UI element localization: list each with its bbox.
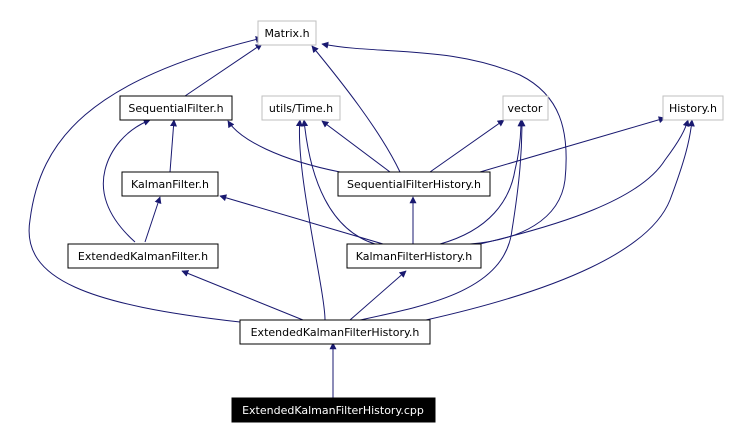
edge-sfh-to-matrix: [311, 45, 401, 173]
node-matrix[interactable]: Matrix.h: [257, 20, 317, 46]
edge-ekf-to-sf: [102, 119, 151, 243]
node-extended-kalman-filter-history-cpp[interactable]: ExtendedKalmanFilterHistory.cpp: [231, 397, 436, 423]
edge-ekfh-to-vector: [359, 119, 526, 321]
node-label-sequential-filter: SequentialFilter.h: [128, 102, 223, 115]
node-label-sequential-filter-history: SequentialFilterHistory.h: [347, 178, 481, 191]
file-nodes: Matrix.h SequentialFilter.h utils/Time.h…: [67, 20, 724, 423]
edge-kfh-to-time: [301, 119, 376, 245]
node-extended-kalman-filter-history[interactable]: ExtendedKalmanFilterHistory.h: [239, 319, 431, 345]
node-label-kalman-filter: KalmanFilter.h: [131, 178, 209, 191]
edge-ekfh-to-time: [295, 119, 326, 321]
node-kalman-filter-history[interactable]: KalmanFilterHistory.h: [346, 243, 482, 269]
node-extended-kalman-filter[interactable]: ExtendedKalmanFilter.h: [67, 243, 219, 269]
node-history[interactable]: History.h: [662, 95, 724, 121]
edge-ekfh-to-matrix: [28, 36, 263, 323]
dependency-edges: [28, 36, 695, 398]
edge-kfh-to-history: [479, 119, 690, 245]
node-label-extended-kalman-filter-history: ExtendedKalmanFilterHistory.h: [251, 326, 420, 339]
edge-sfh-to-time: [321, 120, 391, 173]
edge-kfh-to-vector: [439, 119, 525, 245]
edge-sfh-to-sf: [227, 120, 341, 173]
node-label-vector: vector: [508, 102, 543, 115]
edge-sf-to-matrix: [184, 43, 263, 97]
edge-sfh-to-history: [479, 116, 666, 173]
edge-ekfh-to-kfh: [349, 270, 407, 321]
node-sequential-filter[interactable]: SequentialFilter.h: [119, 95, 233, 121]
edge-kfh-to-matrix: [321, 41, 567, 245]
node-label-extended-kalman-filter: ExtendedKalmanFilter.h: [78, 250, 208, 263]
node-kalman-filter[interactable]: KalmanFilter.h: [121, 171, 219, 197]
edge-ekf-to-kf: [144, 196, 162, 243]
node-utils-time[interactable]: utils/Time.h: [261, 95, 341, 121]
node-vector[interactable]: vector: [502, 95, 549, 121]
node-label-utils-time: utils/Time.h: [269, 102, 333, 115]
edge-sfh-to-vector: [429, 119, 505, 173]
edge-kf-to-sf: [169, 119, 178, 173]
node-label-history: History.h: [669, 102, 717, 115]
edge-kfh-to-kf: [219, 194, 384, 245]
edge-ekfh-to-ekf: [181, 270, 304, 321]
node-label-matrix: Matrix.h: [264, 27, 309, 40]
node-sequential-filter-history[interactable]: SequentialFilterHistory.h: [337, 171, 491, 197]
edge-ekfh-to-history: [425, 119, 695, 321]
node-label-kalman-filter-history: KalmanFilterHistory.h: [356, 250, 473, 263]
node-label-extended-kalman-filter-history-cpp: ExtendedKalmanFilterHistory.cpp: [242, 404, 424, 417]
